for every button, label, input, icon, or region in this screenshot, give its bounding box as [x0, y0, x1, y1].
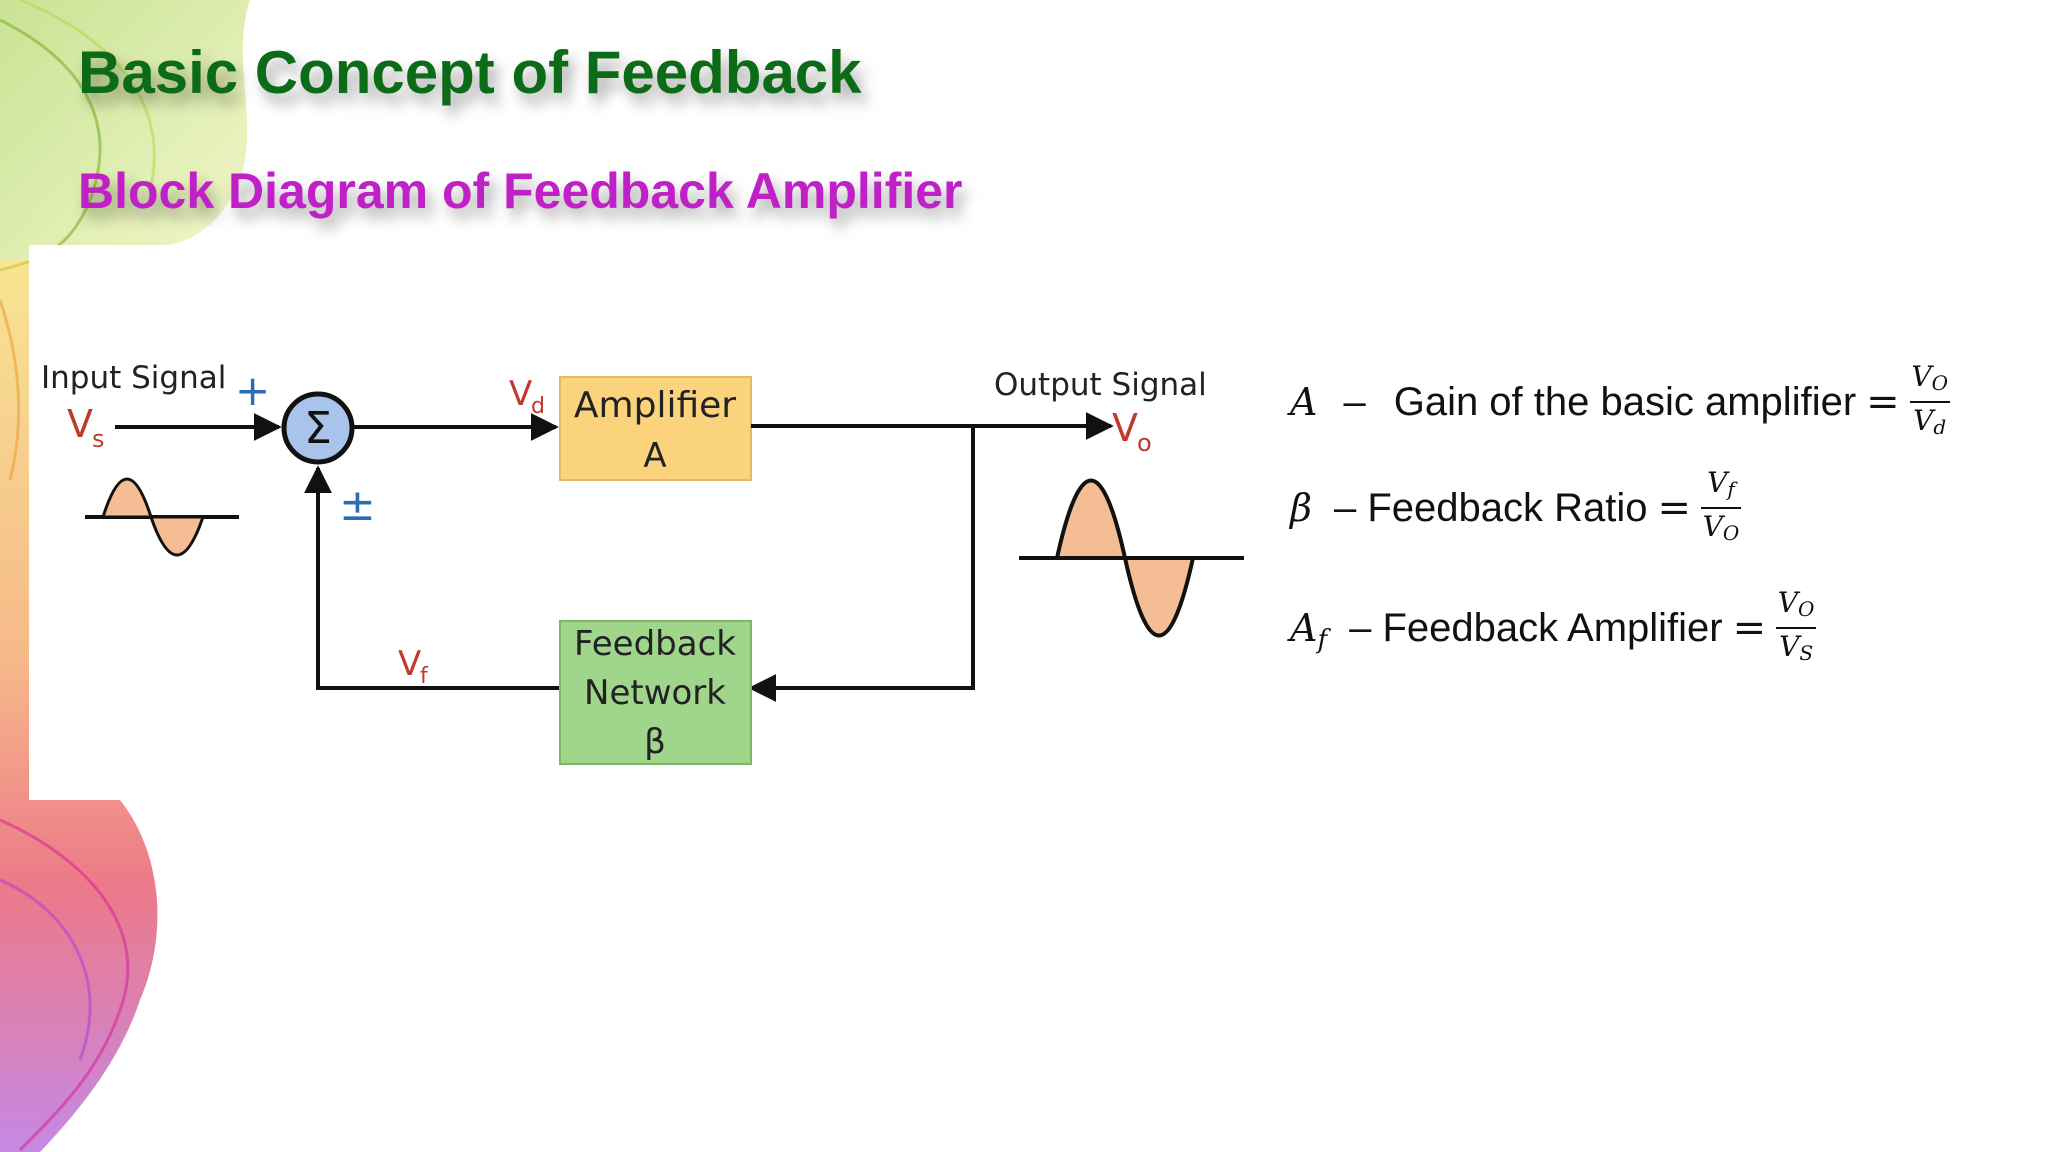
plus-minus-sign: ± [339, 480, 376, 531]
output-voltage-subscript: o [1137, 429, 1152, 457]
slide-title: Basic Concept of Feedback [78, 39, 862, 106]
equation-fraction: VO Vd [1909, 360, 1950, 442]
denominator-subscript: S [1799, 641, 1814, 665]
input-voltage-subscript: s [92, 425, 105, 453]
beta-label: β [644, 722, 666, 762]
equation-symbol: β [1290, 486, 1312, 530]
diagram-canvas: Input Signal V s + Σ ± V d Amplifier A O… [41, 360, 1244, 765]
equation-symbol-subscript: f [1317, 625, 1328, 655]
fraction-bar [1701, 507, 1741, 509]
amplifier-gain-label: A [643, 436, 666, 476]
output-signal-label: Output Signal [994, 367, 1207, 403]
vf-subscript: f [420, 664, 429, 689]
input-voltage-label: V [67, 402, 93, 446]
fraction-numerator: V [1707, 466, 1728, 499]
equation-feedback-ratio: β – Feedback Ratio = Vf VO [1290, 468, 1741, 548]
numerator-subscript: f [1727, 477, 1735, 501]
plus-sign: + [235, 366, 270, 415]
numerator-subscript: O [1798, 597, 1815, 621]
denominator-subscript: O [1722, 521, 1740, 545]
output-voltage-label: V [1112, 406, 1138, 450]
feedback-network-block [559, 620, 752, 765]
fraction-denominator: V [1702, 510, 1723, 543]
input-wave-positive [100, 477, 154, 519]
input-signal-label: Input Signal [41, 360, 226, 396]
equation-gain: A – Gain of the basic amplifier = VO Vd [1290, 362, 1950, 442]
equation-fraction: Vf VO [1701, 468, 1741, 548]
numerator-subscript: O [1931, 371, 1948, 395]
equation-text: – Feedback Amplifier [1349, 605, 1723, 650]
output-wave-negative [1122, 556, 1196, 638]
equals-sign: = [1866, 379, 1900, 425]
slide-subtitle: Block Diagram of Feedback Amplifier [78, 163, 963, 219]
amplifier-block [559, 376, 752, 481]
fraction-numerator: V [1777, 586, 1799, 619]
output-wave-positive [1054, 478, 1128, 560]
fraction-denominator: V [1779, 630, 1800, 663]
feedback-block-diagram: Input Signal V s + Σ ± V d Amplifier A O… [29, 245, 1244, 800]
network-label: Network [584, 673, 726, 713]
fraction-numerator: V [1911, 360, 1932, 393]
vd-label: V [509, 374, 532, 414]
equation-text: – Feedback Ratio [1333, 485, 1648, 530]
equation-dash: – [1343, 379, 1366, 424]
vf-label: V [398, 644, 421, 684]
summation-symbol: Σ [304, 403, 332, 454]
fraction-denominator: V [1913, 404, 1934, 437]
feedback-label: Feedback [574, 624, 736, 664]
denominator-subscript: d [1933, 415, 1947, 439]
equation-symbol: A [1290, 606, 1318, 650]
equation-symbol: A [1290, 380, 1318, 424]
input-wave-negative [148, 515, 206, 557]
equals-sign: = [1657, 485, 1691, 531]
amplifier-label: Amplifier [574, 385, 736, 426]
equation-fraction: VO VS [1776, 586, 1817, 668]
fraction-bar [1909, 401, 1950, 403]
feedback-return-path [748, 426, 975, 702]
vd-subscript: d [531, 394, 545, 419]
equals-sign: = [1732, 605, 1767, 651]
fraction-bar [1776, 627, 1817, 629]
equation-text: Gain of the basic amplifier [1393, 379, 1857, 424]
feedback-signal-path [304, 465, 560, 690]
